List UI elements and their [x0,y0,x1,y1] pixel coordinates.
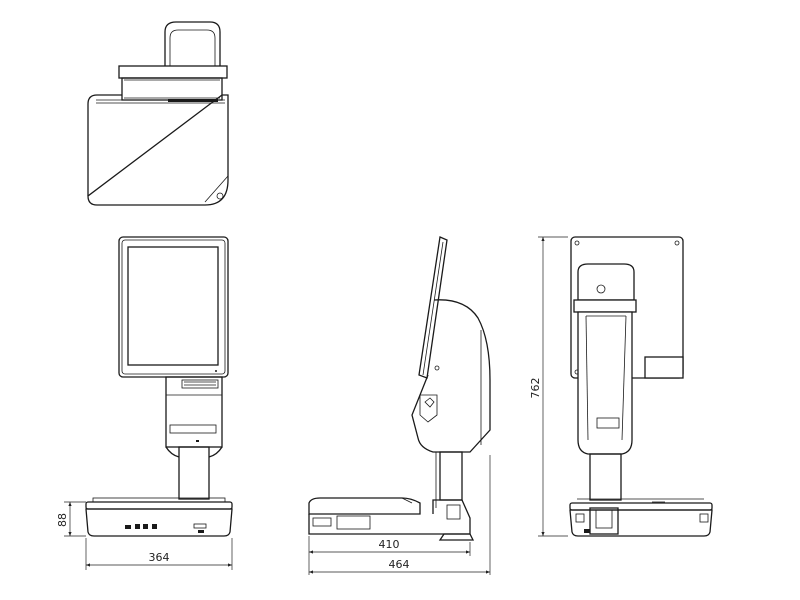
rear-dimensions: 762 [529,236,568,537]
front-view [85,236,233,537]
dim-side-depth-total: 464 [389,558,410,571]
rear-view [569,236,713,537]
dim-front-width: 364 [149,551,170,564]
top-view [87,21,229,206]
side-dimensions: 410 464 [308,455,491,575]
front-dimensions: 88 364 [56,501,233,570]
side-view [308,236,491,541]
dim-side-depth-base: 410 [379,538,400,551]
dim-rear-height-total: 762 [529,378,542,399]
dim-front-height: 88 [56,513,69,527]
